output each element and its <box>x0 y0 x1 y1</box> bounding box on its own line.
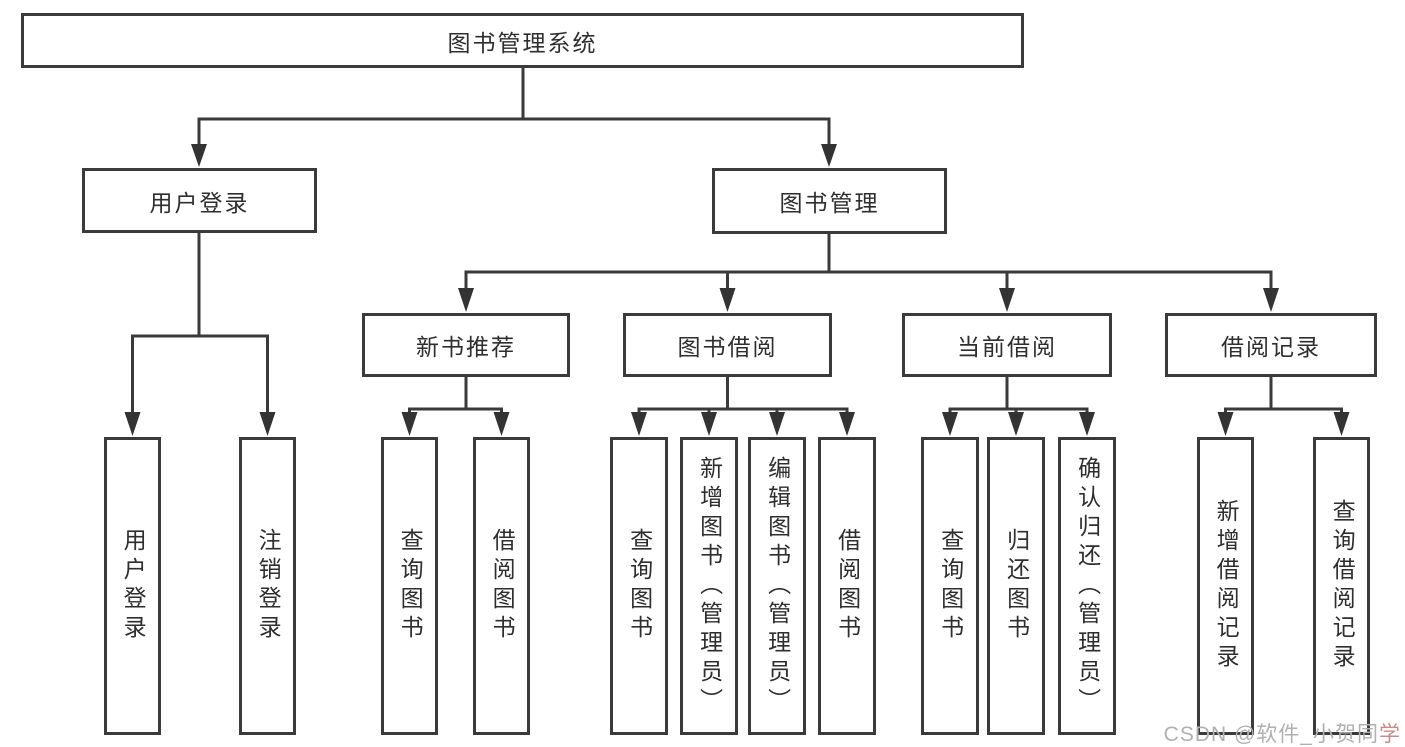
leaf-logout: 注销登录 <box>239 437 296 735</box>
csdn-watermark: CSDN @软件_小贺同学 <box>1164 718 1401 747</box>
leaf-return-book-label: 归还图书 <box>1003 528 1030 644</box>
node-book-management: 图书管理 <box>712 168 947 234</box>
leaf-borrow-book: 借阅图书 <box>818 437 876 735</box>
csdn-watermark-text: CSDN @软件_小贺同 <box>1163 723 1379 746</box>
leaf-add-borrow-record-label: 新增借阅记录 <box>1213 499 1240 673</box>
edge-book-mgmt-sections <box>458 232 1279 312</box>
edge-root-to-branches <box>191 66 837 167</box>
leaf-query-borrow-record-label: 查询借阅记录 <box>1329 499 1356 673</box>
leaf-recommend-borrow-book: 借阅图书 <box>473 437 530 735</box>
node-book-borrow-label: 图书借阅 <box>677 334 778 360</box>
leaf-user-login-label: 用户登录 <box>120 528 147 644</box>
leaf-confirm-return-admin: 确认归还（管理员） <box>1058 437 1116 735</box>
node-book-borrow: 图书借阅 <box>623 313 832 377</box>
leaf-edit-book-admin: 编辑图书（管理员） <box>748 437 806 735</box>
edge-user-login-children <box>124 231 276 436</box>
leaf-recommend-borrow-book-label: 借阅图书 <box>489 528 516 644</box>
node-book-management-label: 图书管理 <box>779 190 880 216</box>
leaf-confirm-return-admin-label: 确认归还（管理员） <box>1074 455 1101 717</box>
leaf-user-login: 用户登录 <box>104 437 161 735</box>
node-current-borrow: 当前借阅 <box>902 313 1112 377</box>
leaf-borrow-query-book-label: 查询图书 <box>626 528 653 644</box>
leaf-query-borrow-record: 查询借阅记录 <box>1313 437 1370 735</box>
leaf-return-book: 归还图书 <box>987 437 1045 735</box>
node-user-login-label: 用户登录 <box>149 189 250 216</box>
leaf-recommend-query-book: 查询图书 <box>381 437 438 735</box>
node-borrow-record: 借阅记录 <box>1165 313 1377 377</box>
node-root: 图书管理系统 <box>21 13 1024 68</box>
node-new-book-recommend: 新书推荐 <box>362 313 570 377</box>
leaf-add-book-admin-label: 新增图书（管理员） <box>696 455 723 717</box>
node-root-label: 图书管理系统 <box>447 29 598 56</box>
edge-borrow-record-children <box>1217 375 1350 436</box>
edge-new-book-children <box>401 375 510 436</box>
leaf-current-query-book-label: 查询图书 <box>937 528 964 644</box>
node-new-book-recommend-label: 新书推荐 <box>416 334 516 360</box>
edge-current-borrow-children <box>942 375 1095 436</box>
node-borrow-record-label: 借阅记录 <box>1221 334 1321 360</box>
csdn-watermark-accent: 学 <box>1379 723 1401 746</box>
node-current-borrow-label: 当前借阅 <box>957 334 1057 360</box>
leaf-add-borrow-record: 新增借阅记录 <box>1197 437 1254 735</box>
leaf-borrow-book-label: 借阅图书 <box>834 528 861 644</box>
leaf-borrow-query-book: 查询图书 <box>610 437 668 735</box>
leaf-recommend-query-book-label: 查询图书 <box>397 528 424 644</box>
leaf-logout-label: 注销登录 <box>255 528 282 644</box>
leaf-edit-book-admin-label: 编辑图书（管理员） <box>764 455 791 717</box>
node-user-login: 用户登录 <box>82 168 317 233</box>
edge-book-borrow-children <box>631 375 855 436</box>
leaf-current-query-book: 查询图书 <box>921 437 979 735</box>
leaf-add-book-admin: 新增图书（管理员） <box>680 437 738 735</box>
